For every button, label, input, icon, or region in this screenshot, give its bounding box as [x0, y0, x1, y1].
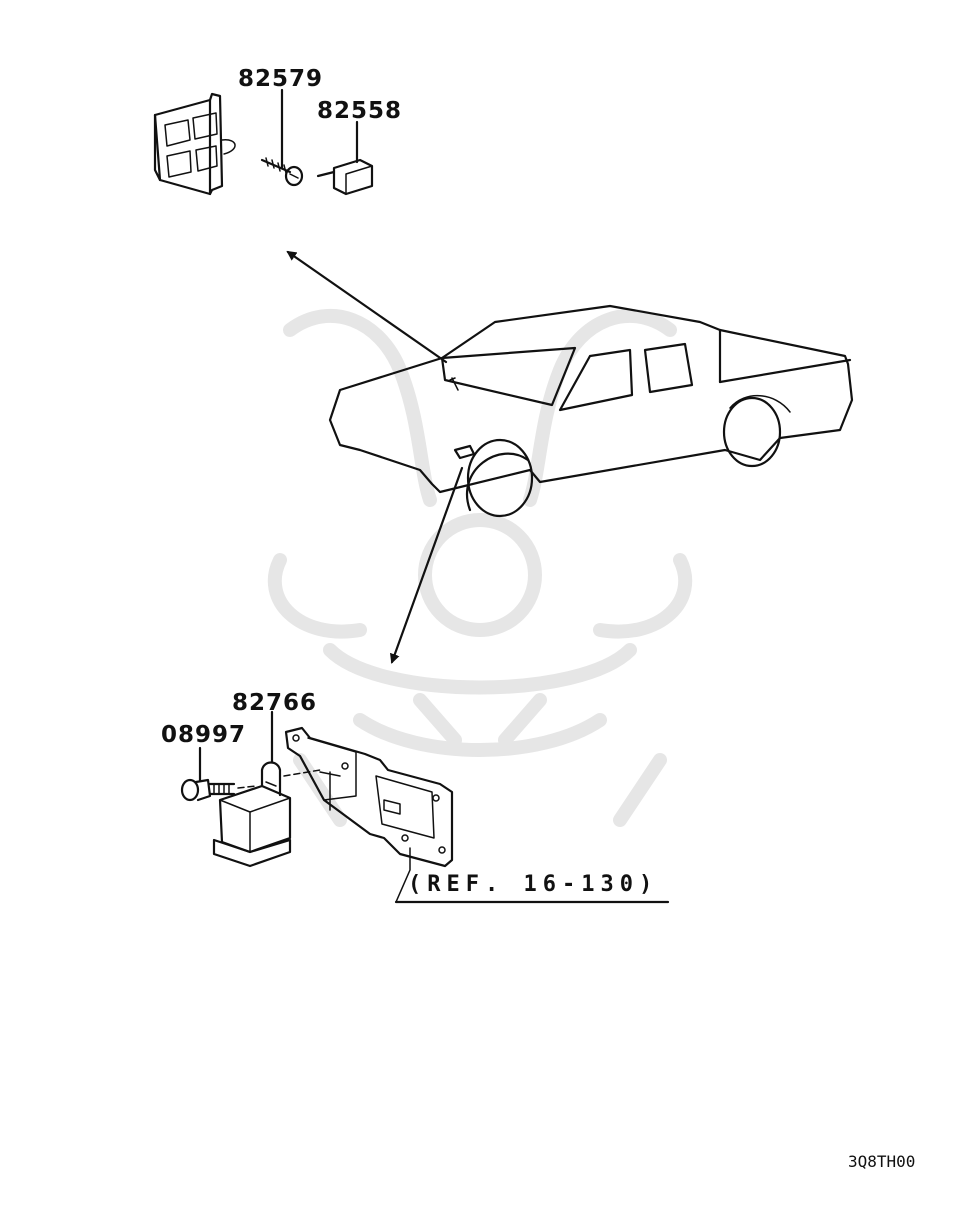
- bolt-icon: [180, 746, 257, 802]
- part-number-82558[interactable]: 82558: [317, 98, 403, 124]
- pickup-truck-icon: [328, 304, 854, 518]
- connector-icon: [316, 120, 374, 196]
- mounting-bracket-icon: [284, 726, 454, 903]
- part-number-08997[interactable]: 08997: [161, 722, 247, 748]
- part-number-82766[interactable]: 82766: [232, 690, 318, 716]
- watermark-logo: [267, 308, 693, 827]
- reference-link[interactable]: (REF. 16-130): [408, 872, 659, 897]
- relay-unit-icon: [212, 710, 321, 868]
- arrow-to-relay-box: [286, 250, 448, 364]
- relay-box-icon: [153, 92, 236, 196]
- screw-icon: [260, 88, 304, 187]
- part-number-82579[interactable]: 82579: [238, 66, 324, 92]
- diagram-code: 3Q8TH00: [848, 1152, 916, 1171]
- arrow-to-bracket: [390, 466, 464, 664]
